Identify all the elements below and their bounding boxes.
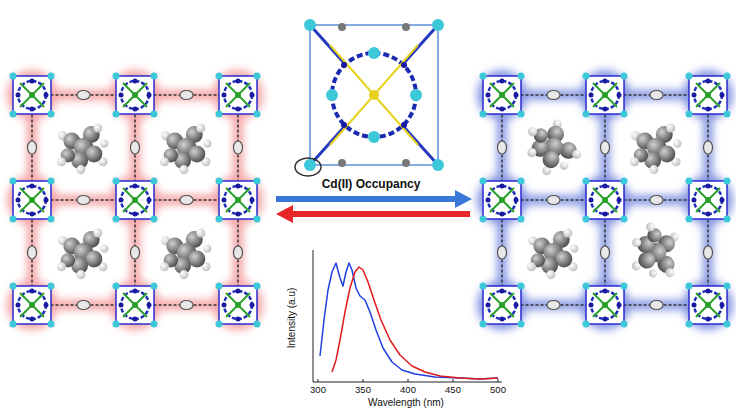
metal-cluster xyxy=(10,73,261,328)
forward-arrow xyxy=(276,190,472,208)
axis-title: Wavelength (nm) xyxy=(368,397,444,408)
guest-molecule xyxy=(630,123,682,174)
red-glow xyxy=(7,70,263,330)
guest-molecule xyxy=(57,228,109,279)
tick-label: 350 xyxy=(355,385,371,395)
blue-glow xyxy=(477,70,733,330)
guest-molecule xyxy=(527,228,579,279)
annotation-label: Cd(II) Occupancy xyxy=(322,178,421,191)
tick-label: 300 xyxy=(310,385,326,395)
reverse-arrow xyxy=(276,205,470,223)
guest-molecule xyxy=(519,114,584,180)
framework-left xyxy=(7,70,263,330)
spectrum-chart xyxy=(313,250,502,382)
blue-spectrum xyxy=(320,263,498,379)
framework-right xyxy=(477,70,733,330)
tick-label: 450 xyxy=(445,385,461,395)
guest-molecule xyxy=(57,123,109,174)
cadmium-cluster xyxy=(304,19,444,171)
highlight-ellipse xyxy=(295,158,321,176)
guest-molecule xyxy=(160,123,212,174)
axis-title: Intensity (a.u) xyxy=(286,288,297,349)
guest-molecule xyxy=(160,228,212,279)
tick-label: 400 xyxy=(400,385,416,395)
red-spectrum xyxy=(332,267,498,379)
guest-molecule xyxy=(623,218,688,284)
tick-label: 500 xyxy=(490,385,506,395)
metal-cluster xyxy=(480,73,731,328)
